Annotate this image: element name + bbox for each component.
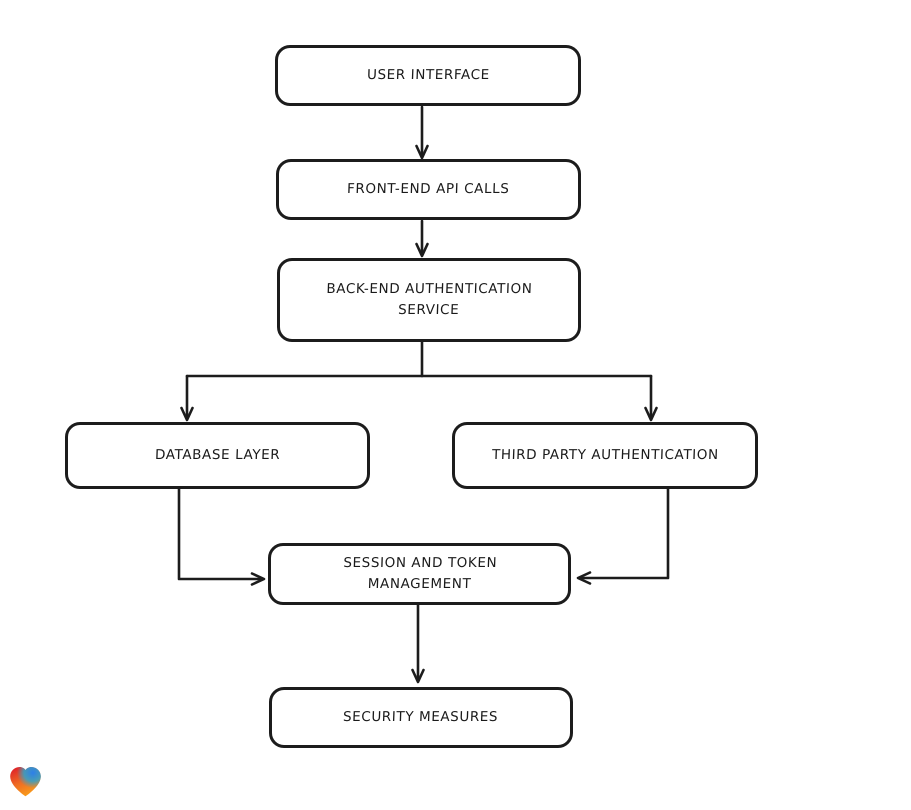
heart-logo-icon [10,767,41,797]
node-third-party-authentication-label: THIRD PARTY AUTHENTICATION [491,447,719,463]
node-third-party-authentication: THIRD PARTY AUTHENTICATION [452,422,758,489]
node-front-end-api-calls-label: FRONT-END API CALLS [347,181,510,197]
edge-user-interface-to-front-end-api-calls [415,105,429,160]
edge-session-and-token-management-to-security-measures [411,603,425,684]
node-session-and-token-management-label: SESSION AND TOKEN MANAGEMENT [342,555,498,592]
node-session-and-token-management: SESSION AND TOKEN MANAGEMENT [268,543,571,605]
node-front-end-api-calls: FRONT-END API CALLS [276,159,581,220]
node-back-end-authentication-service: BACK-END AUTHENTICATION SERVICE [277,258,581,342]
node-user-interface-label: USER INTERFACE [366,67,490,83]
node-user-interface: USER INTERFACE [275,45,581,106]
edge-front-end-api-calls-to-back-end-authentication-service [415,219,429,258]
node-database-layer-label: DATABASE LAYER [154,447,281,463]
node-back-end-authentication-service-label: BACK-END AUTHENTICATION SERVICE [326,281,533,318]
node-security-measures-label: SECURITY MEASURES [343,709,499,725]
edge-third-party-authentication-to-session-and-token-management [576,487,670,585]
edge-database-layer-to-session-and-token-management [177,487,266,586]
node-security-measures: SECURITY MEASURES [269,687,573,748]
node-database-layer: DATABASE LAYER [65,422,370,489]
edge-back-end-authentication-service-branch [180,340,658,422]
